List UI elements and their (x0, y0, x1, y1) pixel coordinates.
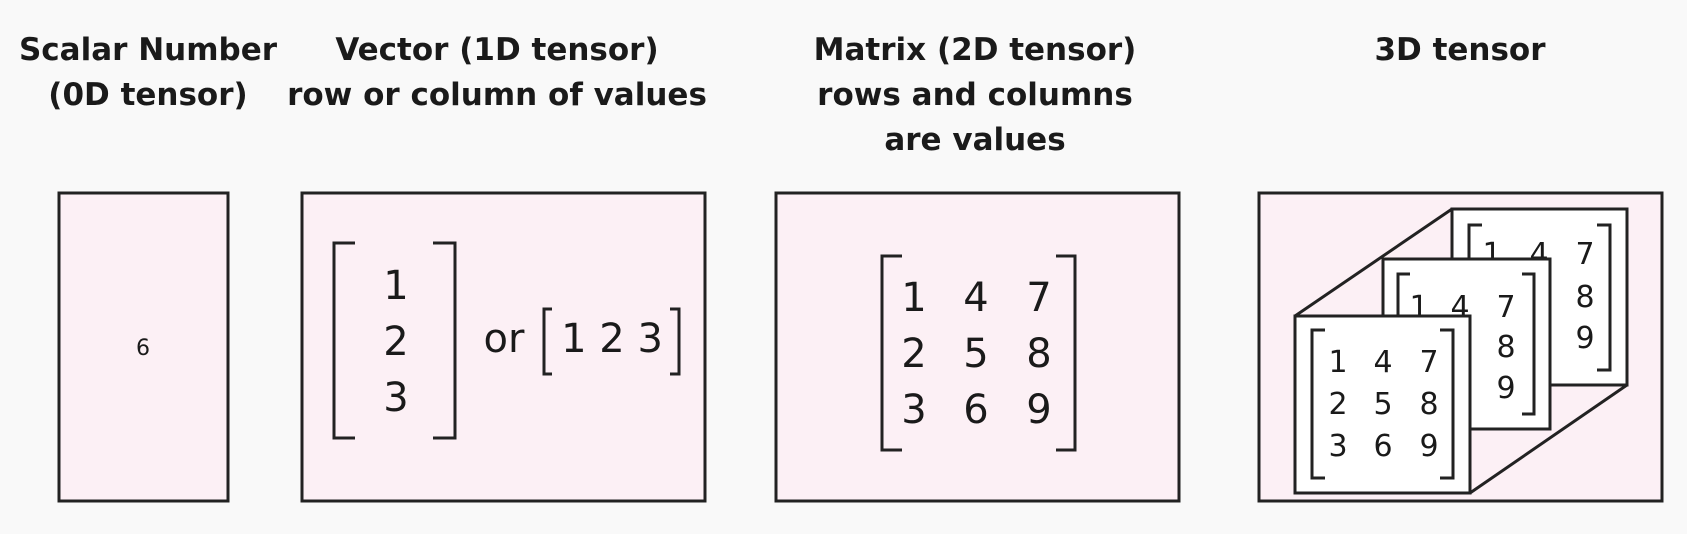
matrix-cell: 4 (963, 275, 988, 321)
matrix-heading-line-3: are values (884, 122, 1066, 158)
matrix-panel (774, 191, 1181, 503)
front-card-cell: 8 (1419, 387, 1438, 422)
column-vector-brackets (332, 241, 457, 440)
matrix-cell: 1 (901, 275, 926, 321)
scalar-heading: Scalar Number (0D tensor) (19, 28, 277, 118)
matrix-heading-line-1: Matrix (2D tensor) (813, 32, 1137, 68)
matrix-heading-line-2: rows and columns (817, 77, 1133, 113)
row-vector-brackets (542, 307, 681, 376)
front-card-cell: 3 (1328, 429, 1347, 464)
front-card-cell: 6 (1373, 429, 1392, 464)
matrix-cell: 7 (1026, 275, 1051, 321)
row-vector-values: 1 2 3 (561, 316, 663, 362)
column-vector-value: 2 (383, 319, 408, 365)
tensor3d-heading: 3D tensor (1374, 28, 1545, 73)
column-vector-value: 1 (383, 263, 408, 309)
matrix-cell: 8 (1026, 331, 1051, 377)
front-card-cell: 9 (1419, 429, 1438, 464)
back-card-cell: 7 (1575, 237, 1594, 272)
vector-panel (300, 191, 707, 503)
front-card-cell: 4 (1373, 345, 1392, 380)
or-connector: or (484, 316, 525, 362)
matrix-brackets (880, 254, 1077, 452)
vector-heading-line-2: row or column of values (287, 77, 707, 113)
back-card-cell: 8 (1575, 280, 1594, 315)
middle-card-cell: 8 (1496, 330, 1515, 365)
matrix-cell: 3 (901, 387, 926, 433)
column-vector-value: 3 (383, 375, 408, 421)
matrix-cell: 2 (901, 331, 926, 377)
middle-card-cell: 7 (1496, 290, 1515, 325)
matrix-cell: 5 (963, 331, 988, 377)
front-card-cell: 5 (1373, 387, 1392, 422)
tensor3d-heading-line-1: 3D tensor (1374, 32, 1546, 68)
tensor3d-front-card: 1 4 7 2 5 8 3 6 9 (1293, 314, 1472, 495)
scalar-panel (57, 191, 230, 503)
scalar-heading-line-1: Scalar Number (18, 32, 278, 68)
vector-heading: Vector (1D tensor) row or column of valu… (287, 28, 707, 118)
matrix-cell: 9 (1026, 387, 1051, 433)
matrix-cell: 6 (963, 387, 988, 433)
front-card-cell: 7 (1419, 345, 1438, 380)
scalar-value: 6 (136, 336, 150, 361)
middle-card-cell: 9 (1496, 371, 1515, 406)
back-card-cell: 9 (1575, 321, 1594, 356)
front-card-cell: 1 (1328, 345, 1347, 380)
vector-heading-line-1: Vector (1D tensor) (335, 32, 659, 68)
front-card-cell: 2 (1328, 387, 1347, 422)
matrix-cells: 1 4 7 2 5 8 3 6 9 (901, 275, 1051, 433)
matrix-heading: Matrix (2D tensor) rows and columns are … (814, 28, 1137, 163)
scalar-heading-line-2: (0D tensor) (48, 77, 248, 113)
